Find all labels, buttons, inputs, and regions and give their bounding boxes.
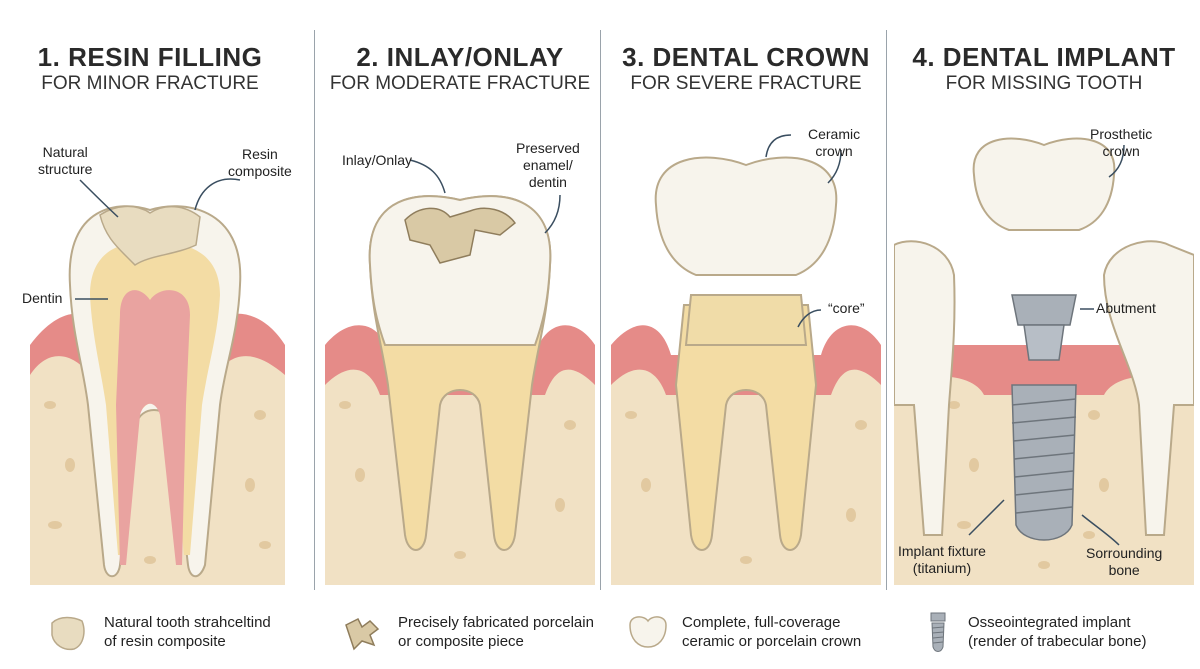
label-surrounding-bone: Sorrounding bone xyxy=(1086,545,1163,578)
inlay-onlay-illustration xyxy=(325,159,595,585)
panel-subtitle: FOR SEVERE FRACTURE xyxy=(630,73,862,94)
dental-implant-illustration xyxy=(894,137,1194,585)
resin-composite-filling xyxy=(99,205,201,266)
bone-texture xyxy=(339,401,576,559)
panel-divider xyxy=(314,30,315,590)
pulp xyxy=(116,290,190,565)
panel-subtitle: FOR MODERATE FRACTURE xyxy=(329,73,591,94)
panel-resin-filling: 1. RESIN FILLING FOR MINOR FRACTURE Natu… xyxy=(0,0,300,669)
label-natural-structure: Natural structure xyxy=(38,144,93,177)
tooth-root xyxy=(674,304,818,551)
prosthetic-crown xyxy=(972,137,1116,231)
label-inlay-onlay: Inlay/Onlay xyxy=(342,152,413,168)
neighbor-tooth-right xyxy=(1102,240,1194,536)
arrow-resin xyxy=(194,178,241,211)
implant-fixture xyxy=(1011,384,1077,541)
panel-title: 3. DENTAL CROWN xyxy=(622,42,870,72)
abutment xyxy=(1011,294,1077,326)
bone-texture xyxy=(44,401,271,564)
panel-divider xyxy=(600,30,601,590)
panel-dental-crown: 3. DENTAL CROWN FOR SEVERE FRACTURE Cera… xyxy=(596,0,896,669)
footer-caption: Osseointegrated implant (render of trabe… xyxy=(968,614,1147,650)
inlay-onlay-piece xyxy=(404,207,517,264)
arrow-core xyxy=(797,309,822,328)
resin-filling-illustration xyxy=(30,178,285,585)
bone-texture xyxy=(948,401,1109,569)
label-ceramic-crown: Ceramic crown xyxy=(808,126,861,159)
resin-piece-icon xyxy=(51,616,85,651)
panel-title: 4. DENTAL IMPLANT xyxy=(912,42,1176,72)
panel-title: 1. RESIN FILLING xyxy=(37,42,263,72)
label-dentin: Dentin xyxy=(22,290,63,306)
arrow-crown xyxy=(765,134,792,158)
panel-title: 2. INLAY/ONLAY xyxy=(356,42,564,72)
neighbor-tooth-left xyxy=(894,240,956,536)
panel-inlay-onlay: 2. INLAY/ONLAY FOR MODERATE FRACTURE Inl… xyxy=(310,0,610,669)
footer-caption: Precisely fabricated porcelain or compos… xyxy=(398,614,594,650)
label-abutment: Abutment xyxy=(1096,300,1156,316)
label-preserved-enamel-dentin: Preserved enamel/ dentin xyxy=(516,140,580,190)
crown-icon xyxy=(629,616,667,648)
label-core: “core” xyxy=(828,300,865,316)
panel-dental-implant: 4. DENTAL IMPLANT FOR MISSING TOOTH xyxy=(894,0,1194,669)
footer-caption: Natural tooth strahceltind of resin comp… xyxy=(104,614,271,650)
panel-subtitle: FOR MISSING TOOTH xyxy=(945,73,1143,94)
label-prosthetic-crown: Prosthetic crown xyxy=(1090,126,1153,159)
implant-icon xyxy=(930,612,946,652)
footer-caption: Complete, full-coverage ceramic or porce… xyxy=(682,614,862,650)
dental-crown-illustration xyxy=(611,134,881,585)
crown-core xyxy=(684,294,808,346)
label-resin-composite: Resin composite xyxy=(228,146,292,179)
bone-texture xyxy=(625,411,867,564)
implant-threads xyxy=(1011,398,1077,514)
arrow-prosthetic xyxy=(1108,144,1125,178)
arrow-preserved xyxy=(544,194,561,234)
label-implant-fixture: Implant fixture (titanium) xyxy=(898,543,986,576)
arrow-fixture xyxy=(968,499,1005,536)
arrow-natural xyxy=(79,179,119,218)
inlay-piece-icon xyxy=(345,617,380,651)
arrow-inlay xyxy=(409,159,446,194)
panel-subtitle: FOR MINOR FRACTURE xyxy=(41,73,259,94)
abutment-neck xyxy=(1023,324,1065,361)
ceramic-crown xyxy=(654,156,838,276)
arrow-bone xyxy=(1081,514,1120,546)
arrow-crown-2 xyxy=(827,149,842,184)
gum xyxy=(894,345,1194,395)
panel-divider xyxy=(886,30,887,590)
